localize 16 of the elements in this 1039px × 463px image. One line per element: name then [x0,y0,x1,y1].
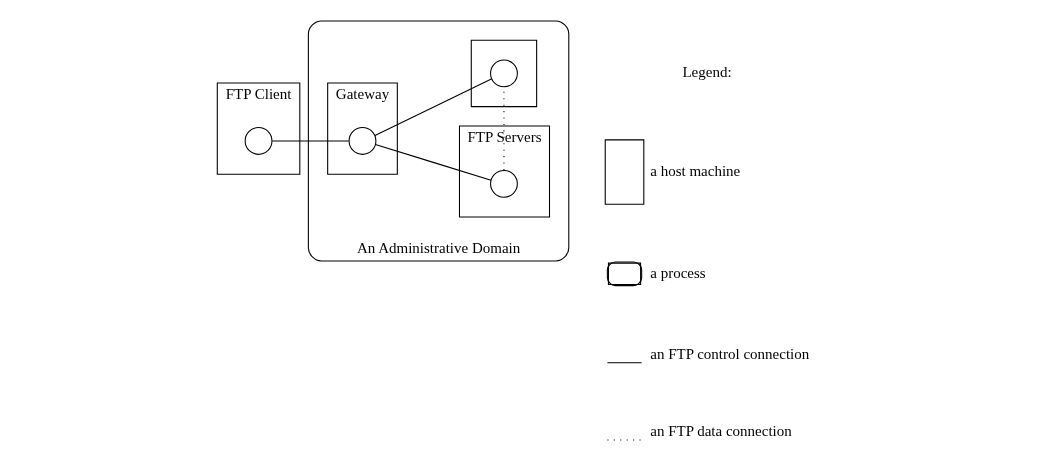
cluster [470,39,538,108]
cluster: FTP Client [216,82,301,175]
cluster: Gateway [327,82,398,175]
legend-label: a host machine [650,162,741,179]
label: Legend: [682,64,732,81]
legend-label: a process [650,264,706,281]
node-circle [348,127,377,155]
legend-label: an FTP control connection [650,345,810,362]
legend-label: an FTP data connection [650,422,792,439]
node-circle [244,127,273,155]
connector [271,140,350,142]
cluster: FTP Servers [458,125,551,218]
node-circle [490,59,518,88]
connector [374,78,492,136]
connector [374,144,492,181]
node-circle [490,169,518,198]
